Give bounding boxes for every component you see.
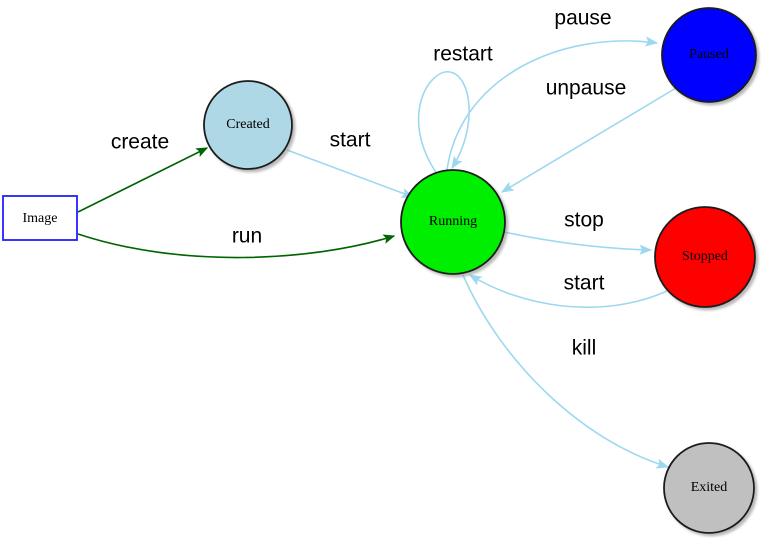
node-exited-label: Exited	[691, 480, 728, 495]
edge-create-path	[77, 147, 209, 213]
node-image-shape[interactable]	[2, 195, 78, 241]
node-image-label: Image	[23, 211, 58, 226]
edge-unpause: unpause	[500, 77, 677, 193]
edge-start-stopped-path	[468, 274, 668, 309]
edge-create: create	[77, 131, 209, 213]
node-stopped-shape[interactable]	[654, 206, 756, 308]
node-paused[interactable]: Paused	[661, 7, 757, 103]
edge-label-create: create	[111, 131, 169, 154]
edge-unpause-path	[500, 87, 677, 193]
edge-label-unpause: unpause	[546, 77, 627, 100]
node-exited-shape[interactable]	[663, 442, 755, 534]
edge-run: run	[77, 225, 396, 259]
node-exited[interactable]: Exited	[663, 442, 755, 534]
edge-label-pause: pause	[554, 7, 611, 30]
node-image[interactable]: Image	[2, 195, 78, 241]
edge-label-start-created: start	[330, 129, 371, 152]
edge-pause-path	[446, 36, 659, 171]
edge-label-kill: kill	[572, 337, 597, 360]
node-created-label: Created	[226, 117, 270, 132]
edge-stop: stop	[503, 209, 653, 255]
node-paused-shape[interactable]	[661, 7, 757, 103]
edge-run-path	[77, 233, 396, 259]
node-running-shape[interactable]	[400, 169, 506, 275]
edge-restart-path	[417, 71, 470, 175]
edge-kill: kill	[462, 274, 670, 469]
edge-label-start-stopped: start	[564, 272, 605, 295]
node-created[interactable]: Created	[203, 80, 293, 170]
edge-start-created-path	[286, 149, 415, 198]
edge-pause: pause	[446, 7, 659, 171]
edge-label-stop: stop	[564, 209, 604, 232]
node-stopped-label: Stopped	[682, 249, 728, 264]
node-running[interactable]: Running	[400, 169, 506, 275]
edge-label-run: run	[232, 225, 262, 248]
node-stopped[interactable]: Stopped	[654, 206, 756, 308]
node-paused-label: Paused	[689, 47, 729, 62]
edge-start-stopped: start	[468, 272, 668, 309]
edge-stop-path	[503, 231, 653, 255]
edge-restart: restart	[417, 43, 493, 175]
edge-start-created: start	[286, 129, 415, 198]
edge-label-restart: restart	[433, 43, 493, 66]
node-created-shape[interactable]	[203, 80, 293, 170]
node-running-label: Running	[429, 214, 477, 229]
edge-kill-path	[462, 274, 670, 469]
